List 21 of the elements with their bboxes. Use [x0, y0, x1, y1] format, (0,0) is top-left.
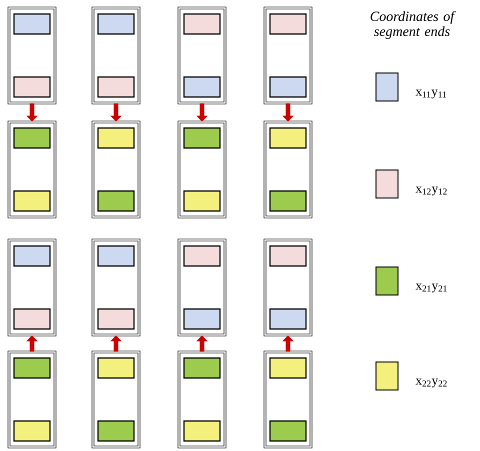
legend-title: Coordinates of segment ends [370, 11, 456, 39]
segment-box [8, 120, 56, 218]
segment-box [92, 6, 140, 104]
segment-box [178, 120, 226, 218]
segment-box [92, 238, 140, 336]
segment-box [264, 6, 312, 104]
segment-box [8, 350, 56, 448]
legend-label: x$_{22}$y$_{22}$ [416, 378, 447, 388]
legend-label: x$_{21}$y$_{21}$ [416, 284, 447, 292]
segment-box [178, 350, 226, 448]
legend-label: x$_{11}$y$_{11}$ [416, 90, 446, 98]
segment-box [92, 350, 140, 448]
segment-box [264, 350, 312, 448]
legend-label: x$_{12}$y$_{12}$ [416, 186, 447, 196]
segment-box [264, 238, 312, 336]
segment-box [178, 238, 226, 336]
segment-box [8, 6, 56, 104]
segment-box [92, 120, 140, 218]
segment-box [178, 6, 226, 104]
segment-box [8, 238, 56, 336]
segment-box [264, 120, 312, 218]
